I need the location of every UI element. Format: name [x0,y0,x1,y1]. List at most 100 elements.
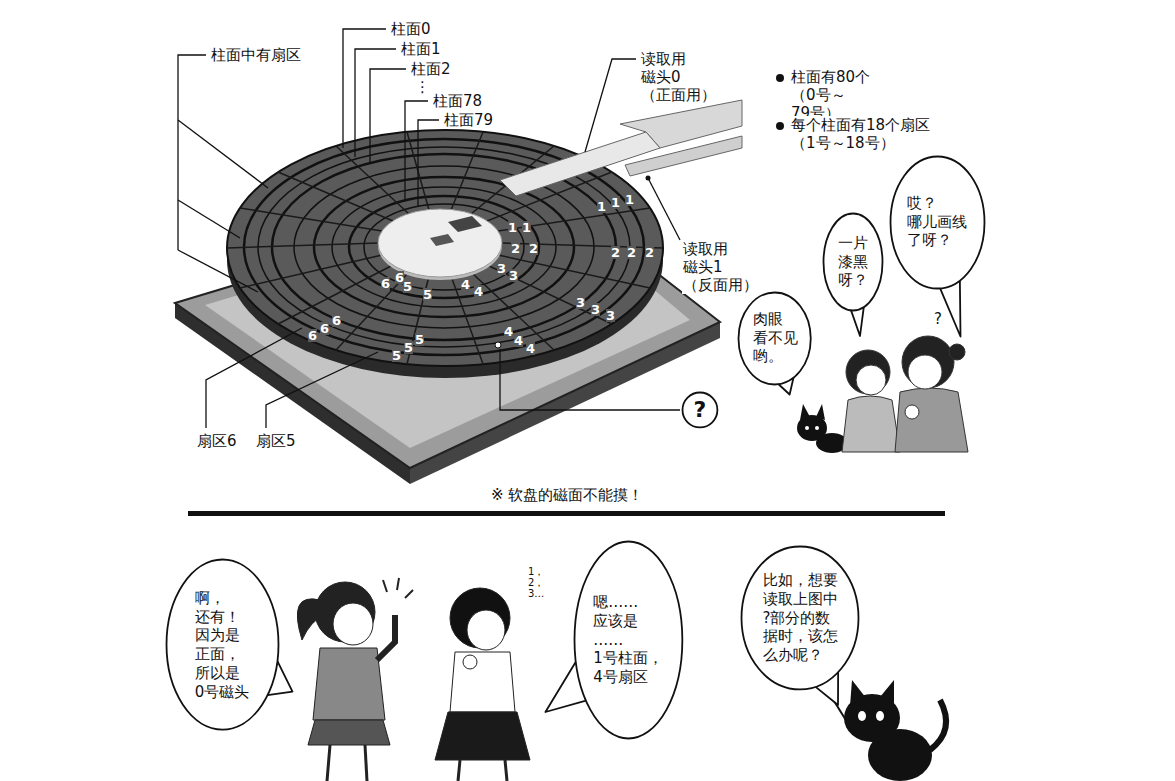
sector-number: 1 [522,221,531,234]
girl-middle [458,760,460,781]
sector-number: 5 [404,341,413,354]
leader-dot [646,176,651,181]
bubble-tail [851,307,864,336]
girl-left [405,590,413,598]
leader-lines [178,250,258,292]
girl-middle [450,652,515,712]
sector-number: 3 [591,303,600,316]
sector-number: 5 [415,333,424,346]
sector-number: 3 [576,296,585,309]
disk [240,208,382,231]
cat-top [816,404,825,420]
leader-lines [266,352,378,428]
speech-text: 比如，想要 读取上图中 ?部分的数 据时，该怎 么办呢？ [763,571,838,665]
bubble-outline [824,214,883,311]
bubble-text-group: 哎？ 哪儿画线 了呀？ [907,194,967,250]
part-label: ⋮ [414,78,431,96]
cat-top [800,404,810,420]
bubble-outline [574,542,682,739]
sector-number: 4 [474,285,483,298]
disk [502,243,663,248]
disk [314,177,574,317]
sector-number: 6 [320,322,329,335]
speech-text: 啊，还有！ 因为是 正面， 所以是 0号磁头 [195,589,250,702]
part-label: 读取用 磁头1（反面用） [682,240,759,294]
speech-text: 肉眼 看不见 哟。 [753,310,798,366]
speech-bubble: 哎？ 哪儿画线 了呀？ [889,155,986,290]
speech-bubble: 啊，还有！ 因为是 正面， 所以是 0号磁头 [165,558,280,731]
sector-number: 6 [395,271,404,284]
disk [227,130,663,378]
girls-top [895,388,968,452]
part-label: 柱面2 [410,60,452,78]
sector-number: 5 [423,288,432,301]
part-label: 扇区6 [196,432,238,450]
girls-top [846,350,890,394]
disk [294,166,594,328]
disk [227,132,663,364]
leader-lines [355,49,396,157]
sector-number: 1 [625,193,634,206]
girls-top [842,396,900,452]
cat-bottom [826,680,946,781]
disk [240,255,382,288]
part-label: ※ 软盘的磁面不能摸！ [490,486,644,504]
counting-marks: 1，2，3… [527,566,539,599]
bubble-outline [166,560,278,730]
part-label: 柱面78 [432,92,483,110]
separator-line [188,511,945,516]
girls-top [842,336,968,452]
speech-text: 哎？ 哪儿画线 了呀？ [907,194,967,250]
cat-bottom [876,711,884,721]
speech-bubble: 肉眼 看不见 哟。 [737,291,812,386]
circle-outline [683,393,718,428]
disk [336,272,409,350]
leader-lines [405,101,428,200]
bubble-text-group: ? [694,399,707,421]
bubble-outline [890,156,984,288]
girl-middle [505,760,507,781]
disk [364,204,524,290]
bullets [776,74,784,82]
cat-bottom [850,680,866,706]
part-label: 柱面0 [390,20,432,38]
sector-number: 2 [627,246,636,259]
sector-number: 3 [497,262,506,275]
sector-number: 6 [308,329,317,342]
sector-number: 2 [511,242,520,255]
sector-number: 3 [606,309,615,322]
bullets [776,122,784,130]
girl-left [297,578,413,781]
leader-lines [648,178,680,240]
bullets [776,74,784,130]
girl-left [308,720,390,745]
disk [451,132,483,210]
speech-bubble: 嗯…… 应该是 …… 1号柱面， 4号扇区 [573,540,684,740]
bubble-outline [739,292,811,384]
sector-number: 3 [509,269,518,282]
read-head-arm [500,100,742,196]
bubble-text-group: 一片 漆黑 呀？ [838,234,868,290]
bubble-text-group: 啊，还有！ 因为是 正面， 所以是 0号磁头 [195,589,250,702]
disk [448,216,482,232]
girls-top [905,405,919,419]
sector-number: 4 [514,334,523,347]
leader-lines [178,55,206,250]
speech-text: 嗯…… 应该是 …… 1号柱面， 4号扇区 [593,593,663,687]
disk [498,208,650,231]
sector-number: 6 [332,314,341,327]
girl-middle [463,655,477,669]
sector-number: 1 [508,221,517,234]
speech-bubble: 一片 漆黑 呀？ [822,212,884,312]
disk [272,154,616,340]
speech-text: 一片 漆黑 呀？ [838,234,868,290]
disk [451,276,483,364]
girl-left [383,580,387,592]
part-label: 柱面1 [400,40,442,58]
sector-number: 2 [611,246,620,259]
leader-lines [585,59,636,152]
callout-circle: ? [681,391,719,429]
leader-lines [418,120,439,206]
bubble-text-group: 肉眼 看不见 哟。 [753,310,798,366]
bubble-text-group: 嗯…… 应该是 …… 1号柱面， 4号扇区 [593,593,663,687]
